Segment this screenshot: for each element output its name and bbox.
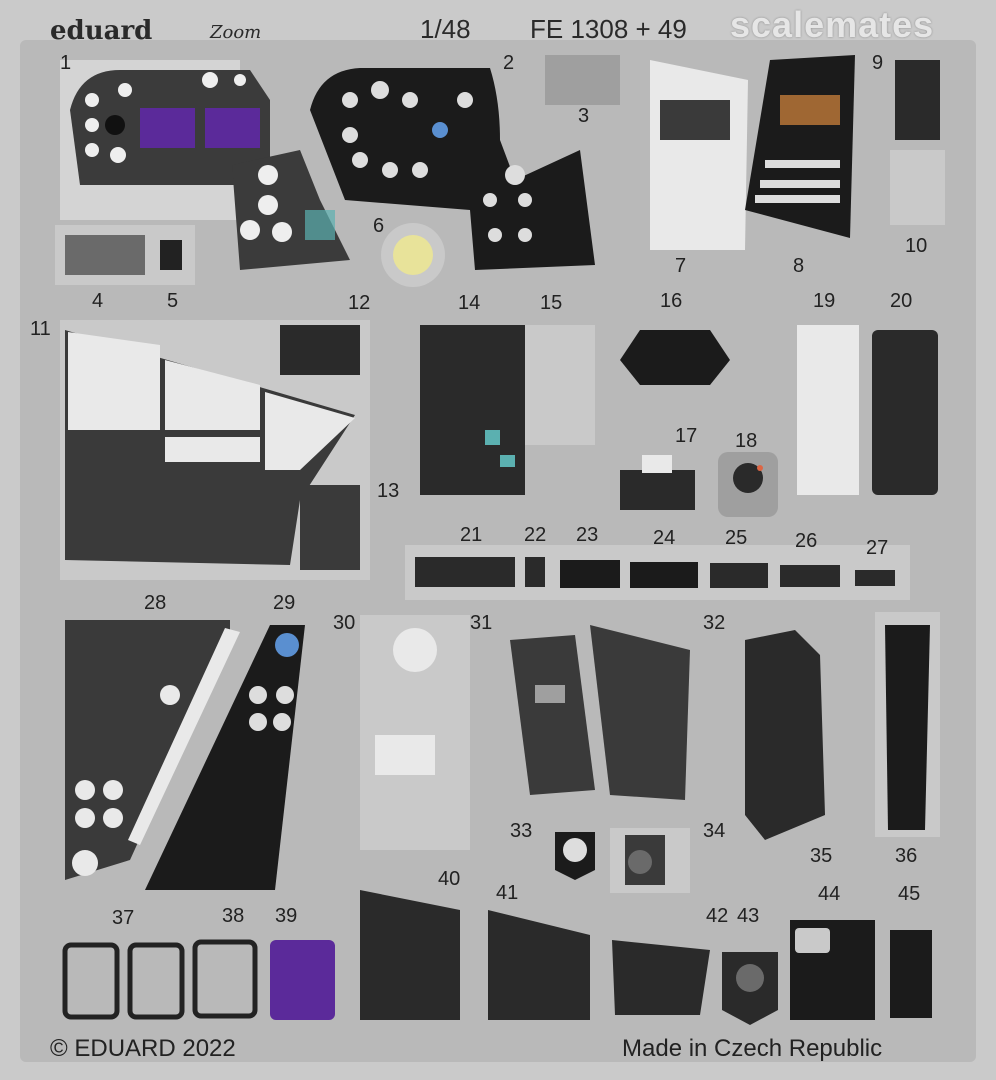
part-number: 22: [524, 524, 547, 546]
part-43: [722, 952, 778, 1025]
part-4: [55, 225, 195, 285]
part-number: 8: [793, 255, 805, 277]
part-11: [60, 320, 370, 580]
part-19: [797, 325, 859, 495]
product-code: FE 1308 + 49: [530, 14, 687, 44]
part-34: [610, 828, 690, 893]
part-number: 38: [222, 905, 245, 927]
part-28: [65, 620, 240, 880]
part-number: 12: [348, 292, 371, 314]
part-9-10: [890, 60, 945, 225]
part-number: 15: [540, 292, 563, 314]
part-number: 5: [167, 290, 179, 312]
part-36: [875, 612, 940, 837]
brand-sub-logo: Zoom: [210, 22, 262, 43]
part-number: 34: [703, 820, 726, 842]
scale-label: 1/48: [420, 14, 471, 44]
part-number: 10: [905, 235, 928, 257]
part-18: [718, 452, 778, 517]
part-number: 3: [578, 105, 590, 127]
part-number: 21: [460, 524, 483, 546]
part-number: 13: [377, 480, 400, 502]
part-number: 39: [275, 905, 298, 927]
part-number: 36: [895, 845, 918, 867]
parts-21-27: [405, 545, 910, 600]
part-number: 18: [735, 430, 758, 452]
part-number: 16: [660, 290, 683, 312]
part-7: [650, 60, 748, 250]
part-number: 26: [795, 530, 818, 552]
part-6: [381, 223, 445, 287]
part-number: 11: [30, 318, 51, 340]
part-number: 4: [92, 290, 104, 312]
part-number: 32: [703, 612, 726, 634]
part-number: 29: [273, 592, 296, 614]
part-number: 14: [458, 292, 481, 314]
part-number: 31: [470, 612, 493, 634]
part-30: [360, 615, 470, 850]
parts-37-39: [62, 939, 335, 1020]
part-45: [890, 930, 932, 1018]
watermark: scalemates: [730, 4, 935, 45]
part-3: [545, 55, 620, 105]
parts-40-42: [360, 890, 710, 1020]
part-number: 28: [144, 592, 167, 614]
part-number: 6: [373, 215, 385, 237]
part-29: [145, 625, 305, 890]
part-number: 24: [653, 527, 676, 549]
part-number: 44: [818, 883, 841, 905]
part-number: 19: [813, 290, 836, 312]
part-number: 17: [675, 425, 698, 447]
part-13: [300, 485, 360, 570]
part-number: 41: [496, 882, 519, 904]
part-33: [555, 832, 595, 880]
part-31: [510, 625, 690, 800]
part-number: 9: [872, 52, 884, 74]
brand-logo: eduard: [50, 16, 153, 46]
part-number: 30: [333, 612, 356, 634]
part-number: 42: [706, 905, 729, 927]
part-8: [745, 55, 855, 238]
part-2: [310, 68, 595, 270]
part-1: [60, 60, 270, 220]
part-number: 1: [60, 52, 72, 74]
part-number: 7: [675, 255, 687, 277]
part-number: 40: [438, 868, 461, 890]
part-number: 25: [725, 527, 748, 549]
part-number: 2: [503, 52, 515, 74]
part-number: 20: [890, 290, 913, 312]
copyright-text: © EDUARD 2022: [50, 1035, 236, 1062]
part-1b: [232, 150, 350, 270]
part-number: 33: [510, 820, 533, 842]
origin-text: Made in Czech Republic: [622, 1035, 883, 1062]
part-44: [790, 920, 875, 1020]
part-number: 37: [112, 907, 135, 929]
part-14: [420, 325, 525, 495]
part-number: 27: [866, 537, 889, 559]
part-number: 35: [810, 845, 833, 867]
part-20: [872, 330, 938, 495]
part-number: 45: [898, 883, 921, 905]
part-number: 23: [576, 524, 599, 546]
part-number: 43: [737, 905, 760, 927]
part-32: [745, 630, 825, 840]
part-15-17: [525, 325, 730, 510]
